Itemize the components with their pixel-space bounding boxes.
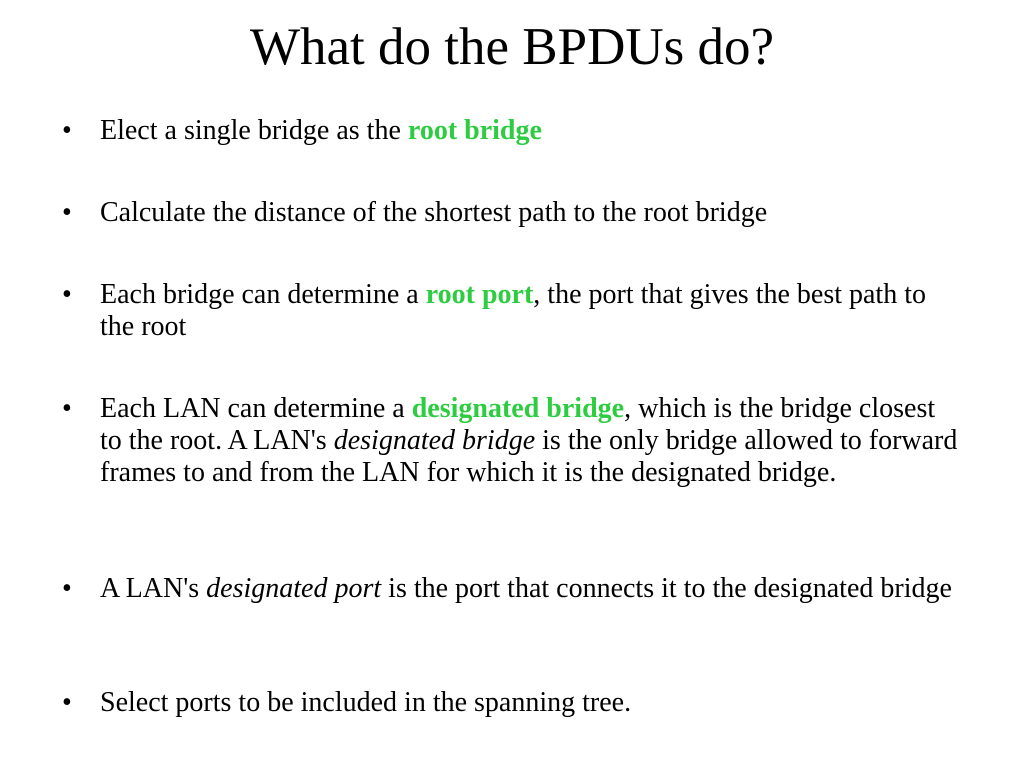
bullet-item-5: A LAN's designated port is the port that…: [62, 573, 960, 605]
bullet-3-term-root-port: root port: [425, 279, 534, 310]
bullet-3-text-continued: , the port that gives the best path to t…: [100, 279, 926, 342]
bullet-item-1: Elect a single bridge as the root bridge: [62, 115, 960, 147]
bullet-3-text: Each bridge can determine a: [100, 279, 426, 310]
bullet-4-text: Each LAN can determine a: [100, 393, 412, 424]
bullet-4-text-end: is the only bridge allowed to forward fr…: [100, 425, 958, 488]
bullet-1-term-root-bridge: root bridge: [407, 115, 542, 146]
bullet-6-text: Select ports to be included in the spann…: [100, 687, 632, 718]
bullet-item-6: Select ports to be included in the spann…: [62, 687, 960, 719]
slide-title: What do the BPDUs do?: [249, 18, 775, 76]
bullet-5-text-continued: is the port that connects it to the desi…: [381, 573, 952, 604]
bullet-item-2: Calculate the distance of the shortest p…: [62, 197, 960, 229]
bullet-1-text: Elect a single bridge as the: [100, 115, 408, 146]
bullet-4-text-continued: , which is the bridge closest to the roo…: [100, 393, 936, 456]
bullet-5-text: A LAN's: [100, 573, 207, 604]
bullet-4-emphasis-designated-bridge: designated bridge: [333, 425, 536, 456]
bullet-5-emphasis-designated-port: designated port: [206, 573, 382, 604]
bullet-item-3: Each bridge can determine a root port, t…: [62, 279, 960, 343]
bullet-2-text: Calculate the distance of the shortest p…: [100, 197, 768, 228]
bullet-4-term-designated-bridge: designated bridge: [411, 393, 625, 424]
bullet-item-4: Each LAN can determine a designated brid…: [62, 393, 960, 489]
